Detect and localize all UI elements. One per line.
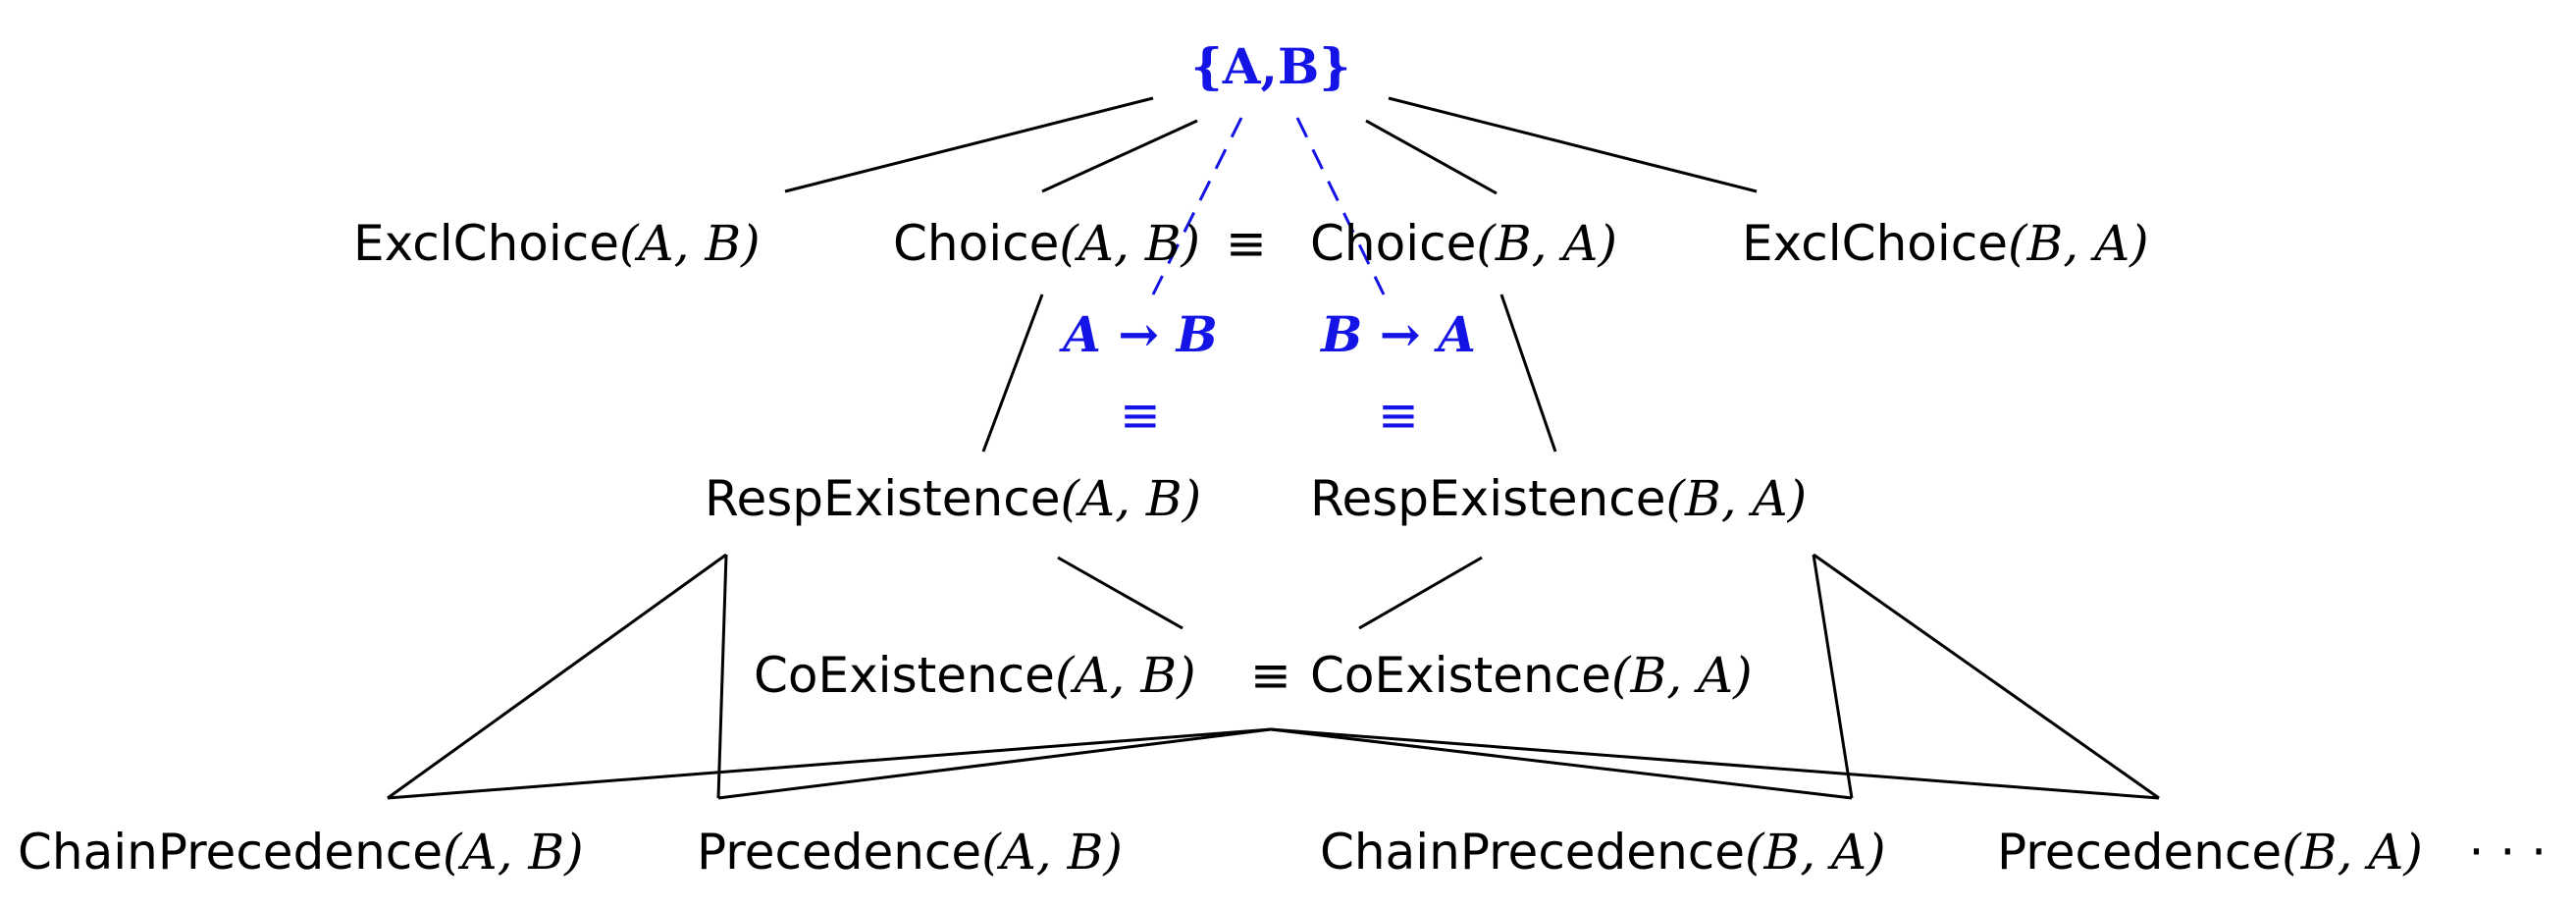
node-chainprecedence-ab-name: ChainPrecedence (18, 824, 443, 881)
edge-root-choice-ba (1365, 119, 1498, 195)
node-coexistence-ab-args: (A, B) (1055, 647, 1196, 704)
node-precedence-ba: Precedence(B, A) (1997, 824, 2423, 881)
edge-root-exclchoice-ab (784, 96, 1154, 193)
implication-equivalence-left: ≡ (1120, 387, 1161, 444)
node-coexistence-ab: CoExistence(A, B) (754, 647, 1196, 704)
node-exclchoice-ab: ExclChoice(A, B) (353, 215, 761, 272)
node-choice-ab-args: (A, B) (1059, 215, 1200, 272)
node-chainprecedence-ab-args: (A, B) (443, 824, 584, 881)
node-chainprecedence-ba-name: ChainPrecedence (1320, 824, 1745, 881)
edge-respexistence-ab-chainprecedence-ab (387, 553, 727, 800)
node-exclchoice-ab-name: ExclChoice (353, 215, 619, 272)
node-chainprecedence-ba-args: (B, A) (1745, 824, 1886, 881)
edge-respexistence-ba-chainprecedence-ba (1812, 554, 1854, 799)
node-choice-ab: Choice(A, B) (893, 215, 1200, 272)
node-respexistence-ba-name: RespExistence (1310, 470, 1665, 527)
edge-choice-ba-respexistence-ba (1499, 294, 1557, 453)
node-coexistence-ba-args: (B, A) (1611, 647, 1753, 704)
node-respexistence-ab: RespExistence(A, B) (705, 470, 1201, 527)
edge-respexistence-ba-coexistence (1358, 556, 1483, 630)
node-choice-ba-name: Choice (1310, 215, 1476, 272)
node-chainprecedence-ab: ChainPrecedence(A, B) (18, 824, 584, 881)
edge-respexistence-ab-precedence-ab (716, 554, 728, 799)
level3-equivalence: ≡ (1250, 647, 1291, 704)
implication-equivalence-right: ≡ (1378, 387, 1419, 444)
node-coexistence-ba: CoExistence(B, A) (1310, 647, 1753, 704)
node-respexistence-ab-name: RespExistence (705, 470, 1060, 527)
node-exclchoice-ba: ExclChoice(B, A) (1742, 215, 2149, 272)
edge-coexistence-chainprecedence-ba (1270, 727, 1853, 800)
node-choice-ba: Choice(B, A) (1310, 215, 1617, 272)
root-label: {A,B} (1191, 37, 1351, 95)
edge-coexistence-precedence-ab (717, 727, 1272, 800)
node-exclchoice-ba-args: (B, A) (2008, 215, 2149, 272)
node-precedence-ba-args: (B, A) (2282, 824, 2423, 881)
ellipsis: · · · (2469, 824, 2547, 881)
node-choice-ab-name: Choice (893, 215, 1059, 272)
edges (387, 96, 2160, 800)
edge-choice-ab-respexistence-ab (981, 294, 1044, 453)
level1-equivalence: ≡ (1226, 215, 1267, 272)
node-chainprecedence-ba: ChainPrecedence(B, A) (1320, 824, 1886, 881)
node-respexistence-ba: RespExistence(B, A) (1310, 470, 1807, 527)
node-coexistence-ab-name: CoExistence (754, 647, 1055, 704)
node-coexistence-ba-name: CoExistence (1310, 647, 1611, 704)
node-choice-ba-args: (B, A) (1476, 215, 1617, 272)
node-precedence-ab-name: Precedence (697, 824, 981, 881)
edge-respexistence-ab-coexistence (1057, 556, 1183, 630)
edge-coexistence-precedence-ba (1270, 727, 2160, 800)
node-precedence-ba-name: Precedence (1997, 824, 2282, 881)
edge-coexistence-chainprecedence-ab (387, 727, 1272, 800)
edge-root-exclchoice-ba (1388, 96, 1758, 193)
edge-root-choice-ab (1041, 119, 1198, 193)
edge-respexistence-ba-precedence-ba (1813, 553, 2160, 800)
node-precedence-ab: Precedence(A, B) (697, 824, 1123, 881)
node-exclchoice-ba-name: ExclChoice (1742, 215, 2008, 272)
node-respexistence-ab-args: (A, B) (1060, 470, 1201, 527)
node-respexistence-ba-args: (B, A) (1665, 470, 1807, 527)
implication-b-to-a: B → A (1319, 305, 1476, 363)
node-exclchoice-ab-args: (A, B) (619, 215, 761, 272)
root-node: {A,B} (1191, 37, 1351, 95)
implication-a-to-b: A → B (1059, 305, 1218, 363)
node-precedence-ab-args: (A, B) (981, 824, 1123, 881)
